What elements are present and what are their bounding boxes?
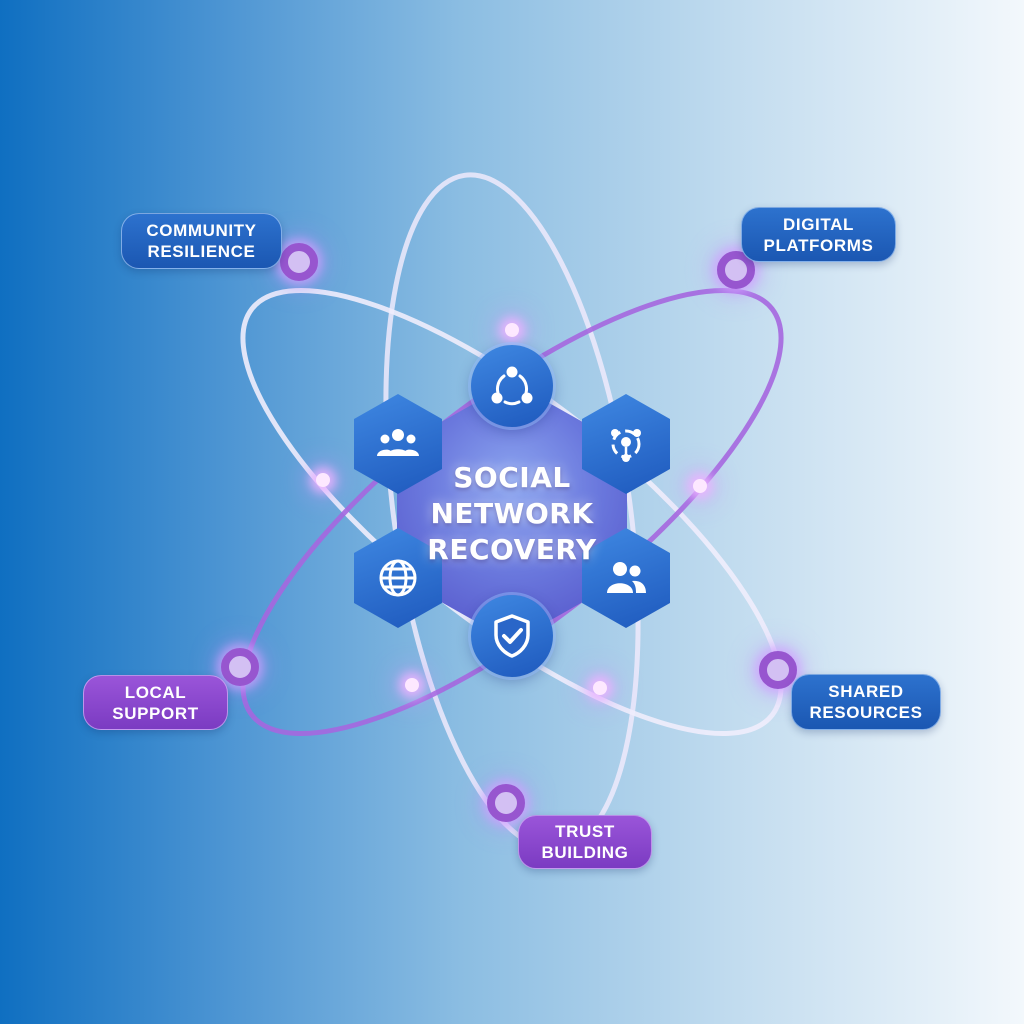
orbit-intersection-glow xyxy=(693,479,707,493)
orbit-intersection-glow xyxy=(593,681,607,695)
label-line: BUILDING xyxy=(541,843,629,862)
people-hex-node xyxy=(582,528,670,628)
label-line: RESOURCES xyxy=(809,703,923,722)
center-title-line: SOCIAL xyxy=(453,461,571,494)
globe-hex-node xyxy=(354,528,442,628)
people-icon xyxy=(607,562,646,593)
orbit-intersection-glow xyxy=(316,473,330,487)
shield-circle-node xyxy=(471,595,553,677)
orbit-intersection-glow xyxy=(505,323,519,337)
network-cycle-icon xyxy=(491,366,533,406)
center-title-line: RECOVERY xyxy=(427,533,597,566)
connection-hub-icon xyxy=(611,429,641,462)
center-title: SOCIAL NETWORK RECOVERY xyxy=(392,460,632,568)
shared-resources-node xyxy=(759,651,797,689)
label-line: SHARED xyxy=(828,682,904,701)
shared-resources-label: SHARED RESOURCES xyxy=(791,674,941,730)
trust-building-label: TRUST BUILDING xyxy=(518,815,652,869)
trust-building-node xyxy=(487,784,525,822)
label-line: SUPPORT xyxy=(112,703,199,723)
label-line: TRUST xyxy=(555,822,615,841)
community-resilience-label: COMMUNITY RESILIENCE xyxy=(121,213,282,269)
label-line: PLATFORMS xyxy=(763,235,874,255)
hub-hex-node xyxy=(582,394,670,494)
local-support-label: LOCAL SUPPORT xyxy=(83,675,228,730)
network-circle-node xyxy=(471,345,553,427)
label-line: COMMUNITY xyxy=(146,221,257,240)
local-support-node xyxy=(221,648,259,686)
label-line: DIGITAL xyxy=(783,214,854,234)
shield-check-icon xyxy=(494,614,530,658)
label-line: LOCAL xyxy=(124,682,187,702)
label-line: RESILIENCE xyxy=(147,242,256,261)
community-resilience-node xyxy=(280,243,318,281)
group-icon xyxy=(377,429,419,456)
center-title-line: NETWORK xyxy=(430,497,594,530)
globe-icon xyxy=(379,559,417,597)
orbit-intersection-glow xyxy=(405,678,419,692)
digital-platforms-label: DIGITAL PLATFORMS xyxy=(741,207,896,262)
